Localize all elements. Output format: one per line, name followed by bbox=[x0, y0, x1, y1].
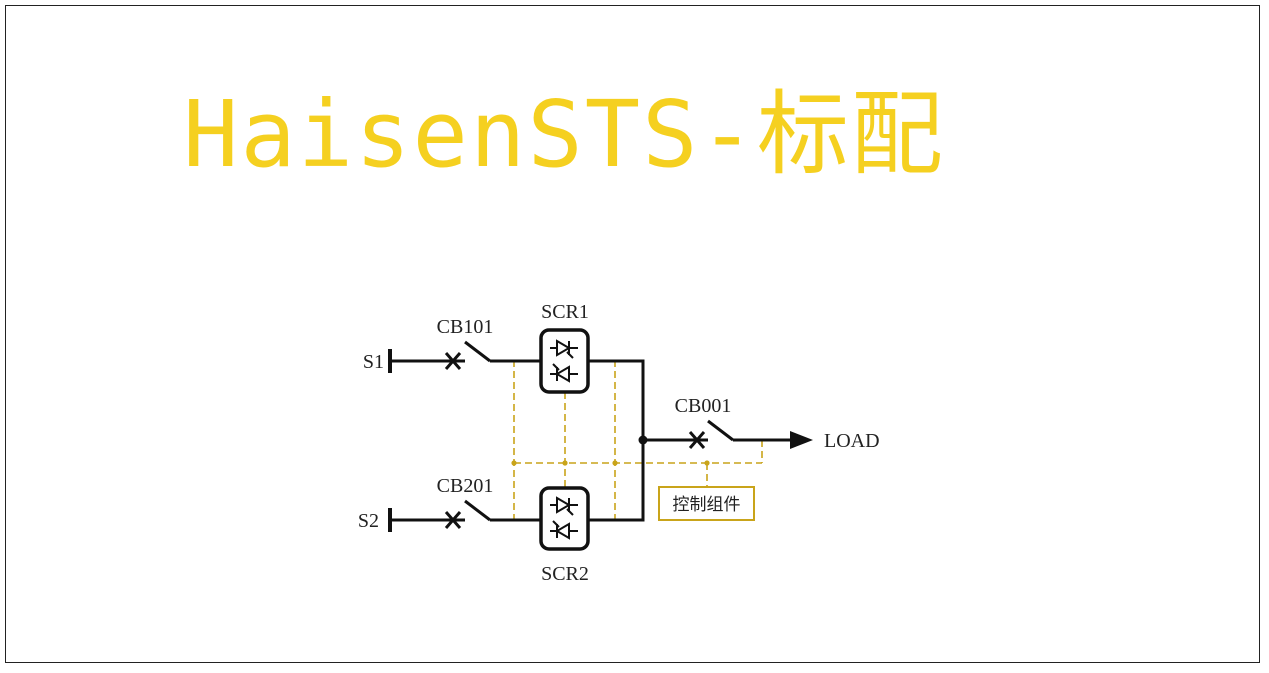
s1-label: S1 bbox=[363, 351, 384, 373]
page-title: HaisenSTS-标配 bbox=[183, 81, 945, 188]
s2-label: S2 bbox=[358, 510, 379, 532]
scr2-label: SCR2 bbox=[541, 563, 589, 585]
cb201-trip-mark bbox=[444, 511, 462, 529]
s2-feeder bbox=[388, 499, 541, 532]
control-component-box: 控制组件 bbox=[658, 486, 755, 521]
control-dashed-lines bbox=[513, 360, 763, 520]
bus-junction-dot bbox=[638, 435, 648, 445]
load-label: LOAD bbox=[824, 430, 880, 452]
scr1-thyristor-icon bbox=[550, 339, 578, 383]
cb201-label: CB201 bbox=[437, 475, 494, 497]
control-component-label: 控制组件 bbox=[673, 495, 741, 515]
diagram-frame bbox=[5, 5, 1260, 663]
cb101-label: CB101 bbox=[437, 316, 494, 338]
scr2-block bbox=[539, 486, 590, 551]
scr1-label: SCR1 bbox=[541, 301, 589, 323]
scr1-block bbox=[539, 328, 590, 394]
s1-feeder bbox=[388, 340, 541, 373]
cb101-trip-mark bbox=[444, 352, 462, 370]
cb001-label: CB001 bbox=[675, 395, 732, 417]
cb001-trip-mark bbox=[688, 431, 706, 449]
load-arrow-icon bbox=[790, 431, 813, 449]
control-junction-dots bbox=[511, 460, 710, 466]
scr2-thyristor-icon bbox=[550, 496, 578, 540]
